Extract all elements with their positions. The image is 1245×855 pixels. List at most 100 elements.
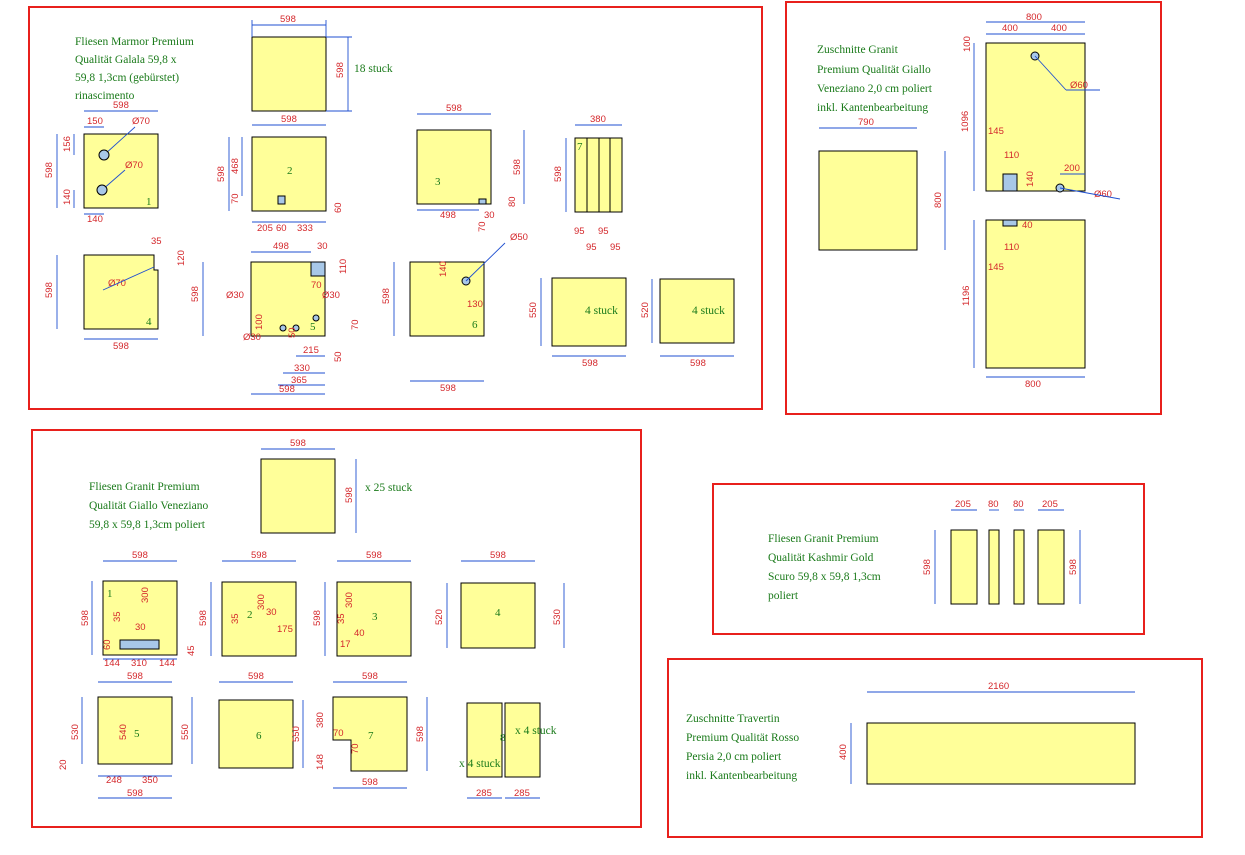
dim-label: 380	[590, 114, 606, 125]
dim-label: 598	[344, 487, 355, 503]
marmor-piece-1: 598 150 Ø70 Ø70 156 140 598 140 1	[44, 100, 159, 225]
giallo-piece-4: 598 520 530 4	[434, 550, 565, 649]
dim-label: 205	[1042, 499, 1058, 510]
section-marmor-frame	[28, 6, 763, 410]
dim-label: Ø60	[1070, 80, 1088, 91]
dim-label: 540	[118, 724, 129, 740]
giallo-piece-2: 598 598 300 35 30 175 2	[198, 550, 297, 657]
piece-number: 4	[146, 316, 152, 328]
marmor-piece-6: Ø50 140 130 598 598 6	[381, 232, 528, 394]
dim-label: 60	[333, 202, 344, 213]
dim-label: 598	[113, 100, 129, 111]
dim-label: 110	[1004, 150, 1019, 161]
dim-label: 140	[1025, 171, 1036, 187]
section-giallo-fliesen-frame	[31, 429, 642, 828]
description-line: Qualität Galala 59,8 x	[75, 54, 177, 66]
dim-label: 20	[58, 759, 69, 770]
dim-label: 205	[257, 223, 273, 234]
dim-label: 598	[190, 286, 201, 302]
dim-label: 790	[858, 117, 874, 128]
dim-label: 598	[582, 358, 598, 369]
dim-label: 145	[988, 262, 1004, 273]
dim-label: 400	[1051, 23, 1067, 34]
dim-label: 598	[1068, 559, 1079, 575]
section-kashmir-frame	[712, 483, 1145, 635]
dim-label: 468	[230, 158, 241, 174]
dim-label: 285	[514, 788, 530, 799]
dim-label: 144	[104, 658, 120, 669]
dim-label: Ø30	[322, 290, 340, 301]
piece-number: 5	[134, 728, 140, 740]
marmor-piece-2: 598 598 468 70 205 60 333 60 2	[216, 114, 344, 234]
description-line: 59,8 1,3cm (gebürstet)	[75, 72, 179, 84]
dim-label: 150	[87, 116, 103, 127]
giallo-stock-tile: 598 598 x 25 stuck	[260, 438, 413, 534]
dim-label: 598	[415, 726, 426, 742]
drill-hole	[279, 324, 287, 332]
description-line: rinascimento	[75, 90, 135, 102]
dim-label: 800	[1026, 12, 1042, 23]
dim-label: 130	[467, 299, 483, 310]
dim-label: 110	[338, 259, 349, 274]
piece-number: 3	[372, 611, 378, 623]
dim-label: 35	[151, 236, 162, 247]
dim-label: 598	[80, 610, 91, 626]
dim-label: 156	[62, 136, 73, 152]
marmor-description: Fliesen Marmor Premium Qualität Galala 5…	[75, 36, 194, 102]
travertin-slab-2160: 2160 400	[838, 681, 1136, 785]
description-line: poliert	[768, 590, 799, 602]
description-line: inkl. Kantenbearbeitung	[817, 102, 928, 114]
description-line: Persia 2,0 cm poliert	[686, 751, 782, 763]
description-line: inkl. Kantenbearbeitung	[686, 770, 797, 782]
quantity-label: 4 stuck	[692, 305, 725, 317]
dim-label: 140	[87, 214, 103, 225]
giallo-piece-1: 598 598 300 35 30 60 144 310 144 45 1	[80, 550, 197, 669]
giallo-piece-5: 598 530 540 550 20 248 350 598 5	[58, 671, 193, 799]
dim-label: 310	[131, 658, 147, 669]
dim-label: 80	[1013, 499, 1024, 510]
quantity-label: 18 stuck	[354, 63, 393, 75]
dim-label: 598	[362, 777, 378, 788]
dim-label: 530	[552, 609, 563, 625]
piece-number: 1	[146, 196, 152, 208]
dim-label: 400	[838, 744, 849, 760]
dim-label: 144	[159, 658, 175, 669]
drill-hole	[96, 184, 108, 196]
dim-label: 95	[586, 242, 597, 253]
dim-label: 200	[1064, 163, 1080, 174]
dim-label: 598	[248, 671, 264, 682]
dim-label: 95	[574, 226, 585, 237]
dim-label: 333	[297, 223, 313, 234]
dim-label: 598	[440, 383, 456, 394]
dim-label: 140	[62, 189, 73, 205]
dim-label: 145	[988, 126, 1004, 137]
dim-label: 550	[528, 302, 539, 318]
dim-label: 110	[1004, 242, 1019, 253]
piece-number: 1	[107, 588, 113, 600]
dim-label: 70	[230, 193, 241, 204]
description-line: Premium Qualität Rosso	[686, 732, 799, 744]
dim-label: 598	[446, 103, 462, 114]
dim-label: 40	[354, 628, 365, 639]
dim-label: Ø30	[226, 290, 244, 301]
dim-label: 598	[127, 788, 143, 799]
dim-label: 40	[1022, 220, 1033, 231]
dim-label: 800	[933, 192, 944, 208]
giallo-bottom-1196: 40 110 145 1196 800	[961, 219, 1086, 390]
drill-hole	[292, 324, 300, 332]
dim-label: 80	[988, 499, 999, 510]
drill-hole	[312, 314, 320, 322]
dim-label: 175	[277, 624, 293, 635]
dim-label: 380	[315, 712, 326, 728]
dim-label: 1196	[961, 286, 972, 306]
dim-label: 598	[922, 559, 933, 575]
kashmir-description: Fliesen Granit Premium Qualität Kashmir …	[768, 533, 881, 602]
dim-label: 30	[317, 241, 328, 252]
dim-label: 45	[186, 645, 197, 656]
description-line: Zuschnitte Travertin	[686, 713, 780, 725]
piece-number: 2	[287, 165, 293, 177]
dim-label: 140	[438, 261, 449, 277]
dim-label: 100	[962, 36, 973, 52]
dim-label: 60	[102, 639, 113, 650]
marmor-piece-3: 598 598 498 30 80 70 3	[416, 103, 525, 232]
